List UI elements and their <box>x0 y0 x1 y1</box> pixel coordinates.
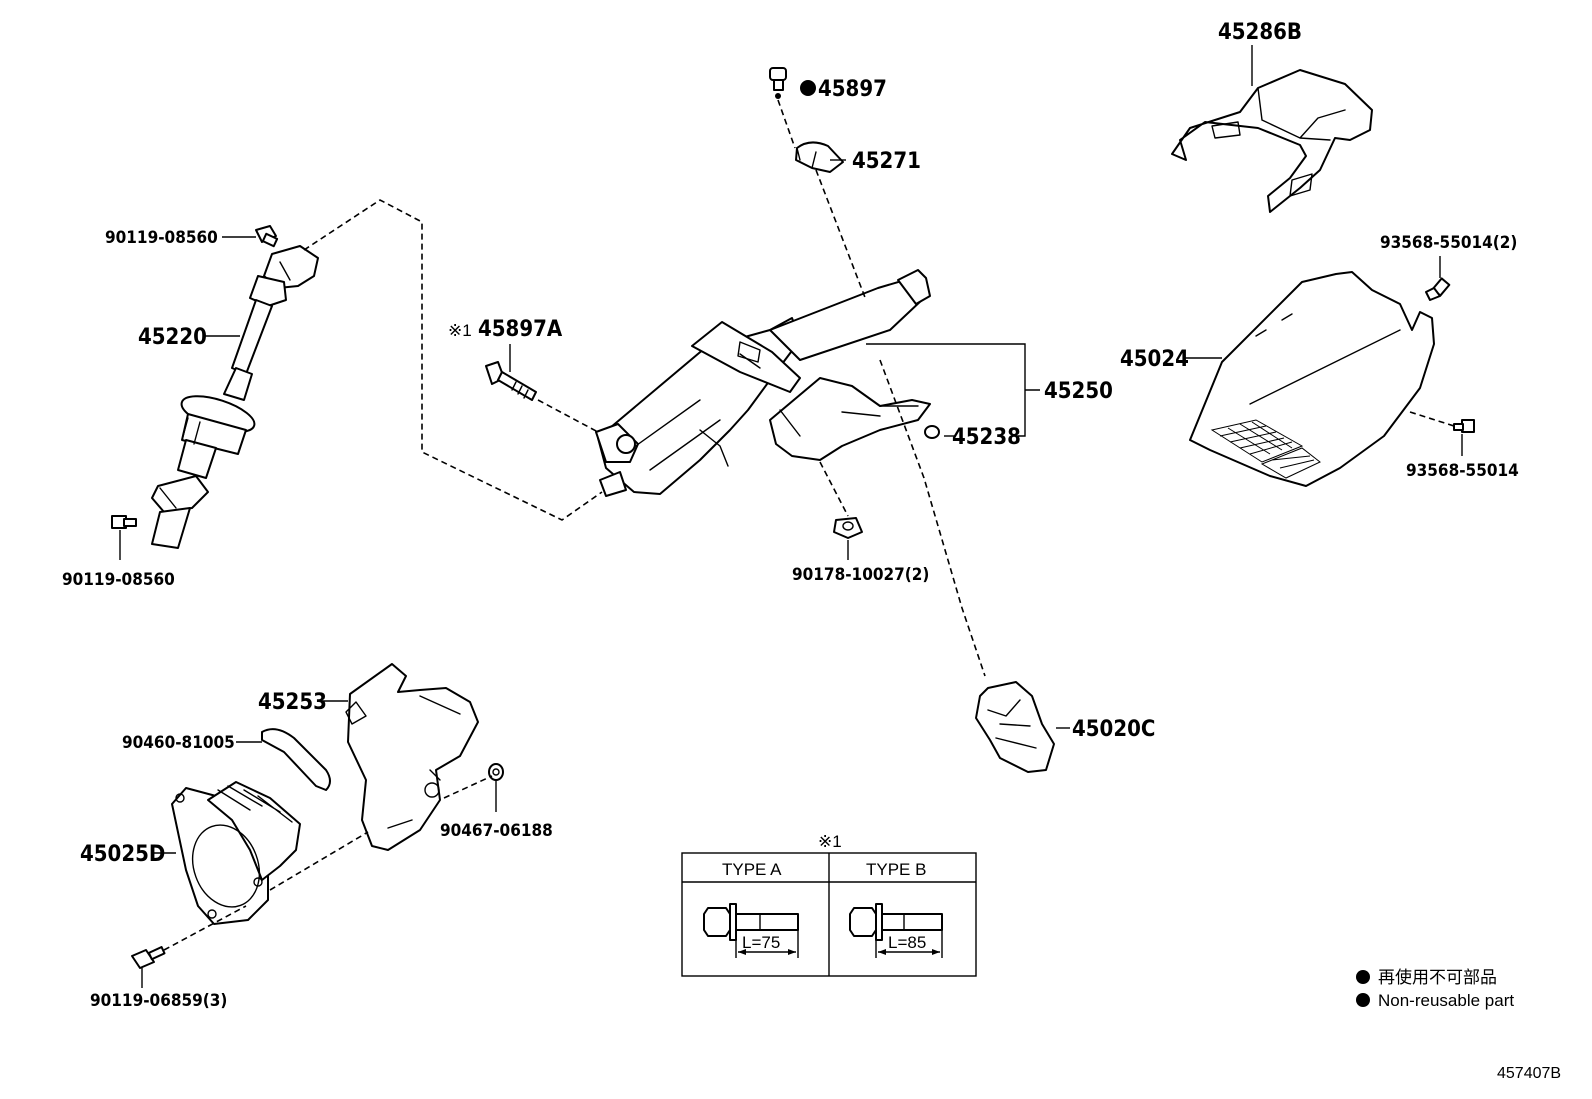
label-90178-10027-2: 90178-10027(2) <box>792 565 929 585</box>
bolt-90119-06859 <box>131 945 166 969</box>
label-45250: 45250 <box>1044 379 1113 404</box>
label-45020C: 45020C <box>1072 717 1155 742</box>
table-mark: ※1 <box>818 832 842 851</box>
label-45024: 45024 <box>1120 347 1189 372</box>
label-45025D: 45025D <box>80 842 165 867</box>
bolt-type-table: ※1 TYPE A TYPE B L=75 L=85 <box>681 832 977 977</box>
table-header-type-b: TYPE B <box>866 860 926 879</box>
label-45897A: 45897A <box>478 317 563 342</box>
ring-90460-81005 <box>261 728 331 791</box>
clip-45271 <box>795 141 844 173</box>
legend-dot-jp <box>1356 970 1370 984</box>
legend-jp: 再使用不可部品 <box>1378 967 1497 987</box>
label-45271: 45271 <box>852 149 921 174</box>
bolt-90119-08560-top <box>255 225 279 248</box>
non-reusable-dot-45897 <box>800 80 816 96</box>
type-a-length: L=75 <box>742 933 780 952</box>
legend-en: Non-reusable part <box>1378 991 1514 1010</box>
label-45897: 45897 <box>818 77 887 102</box>
bracket-45020C <box>975 681 1055 773</box>
type-b-length: L=85 <box>888 933 926 952</box>
label-93568-55014-2: 93568-55014(2) <box>1380 233 1517 253</box>
nut-45238 <box>924 425 940 439</box>
label-45253: 45253 <box>258 690 327 715</box>
screw-45897 <box>769 67 787 99</box>
intermediate-shaft-45220 <box>151 245 319 549</box>
lower-column-cover-45024 <box>1189 271 1435 487</box>
bellows-45025D <box>171 781 301 925</box>
bolt-type-b-icon: L=85 <box>849 903 943 958</box>
diagram-code: 457407B <box>1497 1065 1561 1082</box>
clip-90467-06188 <box>488 763 504 781</box>
label-45238: 45238 <box>952 425 1021 450</box>
legend: 再使用不可部品 Non-reusable part <box>1356 967 1514 1010</box>
leader-lines <box>119 45 1463 988</box>
legend-dot-en <box>1356 993 1370 1007</box>
upper-column-cover-45286B <box>1171 69 1373 213</box>
assembly-lines <box>163 99 1455 951</box>
nut-90178-10027 <box>833 517 863 539</box>
screw-93568-55014-right <box>1453 419 1475 433</box>
cover-45253 <box>345 663 479 851</box>
screw-93568-55014-top <box>1425 277 1451 301</box>
label-45220: 45220 <box>138 325 207 350</box>
label-90467-06188: 90467-06188 <box>440 821 553 841</box>
bolt-45897A <box>485 361 537 401</box>
steering-column-45250 <box>595 269 931 497</box>
label-45286B: 45286B <box>1218 20 1302 45</box>
label-90119-08560-top: 90119-08560 <box>105 228 218 248</box>
bolt-90119-08560-bottom <box>111 515 137 529</box>
bolt-type-a-icon: L=75 <box>703 903 799 958</box>
label-90119-06859-3: 90119-06859(3) <box>90 991 227 1011</box>
label-93568-55014: 93568-55014 <box>1406 461 1519 481</box>
label-90119-08560-bottom: 90119-08560 <box>62 570 175 590</box>
table-header-type-a: TYPE A <box>722 860 782 879</box>
label-90460-81005: 90460-81005 <box>122 733 235 753</box>
label-45897A-mark: ※1 <box>448 321 472 340</box>
